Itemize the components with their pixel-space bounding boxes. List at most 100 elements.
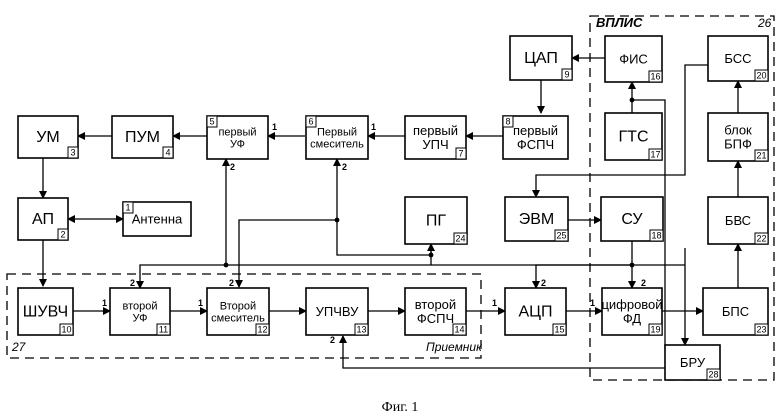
block-17-number: 17 xyxy=(650,149,660,159)
block-18: СУ 18 xyxy=(601,197,663,241)
block-23: БПС 23 xyxy=(703,288,768,335)
block-7-number: 7 xyxy=(458,148,463,158)
port-label: 2 xyxy=(229,278,234,288)
block-2: АП 2 xyxy=(18,198,68,240)
block-24: ПГ24 xyxy=(405,197,467,244)
block-4-number: 4 xyxy=(165,147,170,157)
block-17: ГТС17 xyxy=(605,113,662,160)
receiver-group-label: Приемник xyxy=(426,340,483,354)
block-22-number: 22 xyxy=(756,233,766,243)
block-28-number: 28 xyxy=(708,369,718,379)
port-label: 2 xyxy=(342,162,347,172)
port-label: 2 xyxy=(130,278,135,288)
block-28: БРУ28 xyxy=(665,345,720,380)
port-label: 2 xyxy=(541,278,546,288)
block-6-label: смеситель xyxy=(310,138,364,150)
block-14-label: второй xyxy=(415,297,456,312)
block-10-label: ШУВЧ xyxy=(23,304,68,321)
block-12-label: смеситель xyxy=(211,312,265,324)
block-16-label: ФИС xyxy=(619,51,648,66)
block-24-number: 24 xyxy=(455,233,465,243)
block-3: УМ3 xyxy=(18,116,78,158)
block-4: ПУМ 4 xyxy=(112,116,173,158)
block-17-label: ГТС xyxy=(619,129,649,146)
block-15: АЦП15 xyxy=(505,288,566,335)
port-label: 2 xyxy=(230,162,235,172)
block-28-label: БРУ xyxy=(680,355,706,370)
port-label: 2 xyxy=(330,335,335,345)
block-9: ЦАП9 xyxy=(510,36,572,80)
block-2-label: АП xyxy=(32,211,54,228)
block-25-label: ЭВМ xyxy=(519,211,555,228)
block-22: БВС 22 xyxy=(708,197,768,244)
block-11: второйУФ 11 xyxy=(110,288,170,335)
block-7: первыйУПЧ 7 xyxy=(405,116,466,159)
block-10-number: 10 xyxy=(61,324,71,334)
block-16: ФИС16 xyxy=(605,36,662,82)
block-4-label: ПУМ xyxy=(125,129,160,146)
block-10: ШУВЧ 10 xyxy=(18,288,73,335)
block-8-label: ФСПЧ xyxy=(517,137,554,152)
block-14-number: 14 xyxy=(454,324,464,334)
block-18-label: СУ xyxy=(621,211,643,228)
block-21-label: БПФ xyxy=(724,136,752,151)
block-25: ЭВМ25 xyxy=(505,197,568,241)
block-21-number: 21 xyxy=(756,150,766,160)
block-20: БСС 20 xyxy=(708,36,768,81)
wire-pg-to-mixer2 xyxy=(239,220,337,287)
block-20-label: БСС xyxy=(724,51,751,66)
block-12: Второйсмеситель12 xyxy=(207,288,269,335)
block-6: Первыйсмеситель 6 xyxy=(306,116,368,159)
port-label: 1 xyxy=(371,122,376,132)
block-14-label: ФСПЧ xyxy=(417,311,454,326)
fpga-group-label: ВПЛИС xyxy=(596,15,643,30)
block-21-label: блок xyxy=(724,122,752,137)
block-13: УПЧВУ 13 xyxy=(306,288,368,335)
block-18-number: 18 xyxy=(651,230,661,240)
block-15-number: 15 xyxy=(554,324,564,334)
block-1-number: 1 xyxy=(125,202,130,212)
block-19-label: ФД xyxy=(623,311,641,326)
block-14: второйФСПЧ14 xyxy=(405,288,466,335)
block-7-label: УПЧ xyxy=(422,137,448,152)
block-11-number: 11 xyxy=(159,324,168,334)
port-label: 2 xyxy=(641,278,646,288)
block-8: первыйФСПЧ8 xyxy=(503,116,568,159)
block-11-label: второй xyxy=(122,300,157,312)
block-19: цифровойФД19 xyxy=(601,288,662,335)
port-label: 1 xyxy=(102,298,107,308)
block-2-number: 2 xyxy=(60,229,65,239)
wire-control-to-uf2 xyxy=(140,265,685,288)
blocks: Антенна1АП2УМ3ПУМ4первыйУФ5Первыйсмесите… xyxy=(18,36,768,380)
block-20-number: 20 xyxy=(756,70,766,80)
block-13-label: УПЧВУ xyxy=(316,304,360,319)
wire-bru-to-upchvu xyxy=(343,336,665,368)
block-5-number: 5 xyxy=(209,116,214,126)
port-label: 1 xyxy=(198,298,203,308)
block-13-number: 13 xyxy=(356,324,366,334)
port-label: 1 xyxy=(492,298,497,308)
block-5: первыйУФ5 xyxy=(207,116,268,159)
block-15-label: АЦП xyxy=(518,304,552,321)
block-23-number: 23 xyxy=(756,324,766,334)
wire-su-to-adc xyxy=(536,265,632,288)
block-11-label: УФ xyxy=(133,312,148,324)
block-25-number: 25 xyxy=(556,230,566,240)
block-5-label: УФ xyxy=(230,138,245,150)
port-label: 1 xyxy=(272,122,277,132)
block-9-label: ЦАП xyxy=(524,50,558,67)
block-6-label: Первый xyxy=(317,126,357,138)
block-22-label: БВС xyxy=(725,213,751,228)
block-19-label: цифровой xyxy=(601,297,662,312)
block-21: блокБПФ 21 xyxy=(708,113,768,161)
block-6-number: 6 xyxy=(308,116,313,126)
block-23-label: БПС xyxy=(722,304,749,319)
block-12-number: 12 xyxy=(257,324,267,334)
block-1-label: Антенна xyxy=(132,211,183,226)
block-12-label: Второй xyxy=(220,300,256,312)
receiver-group-number: 27 xyxy=(11,340,27,354)
block-1: Антенна1 xyxy=(123,202,191,236)
block-7-label: первый xyxy=(413,123,458,138)
block-8-label: первый xyxy=(513,123,558,138)
